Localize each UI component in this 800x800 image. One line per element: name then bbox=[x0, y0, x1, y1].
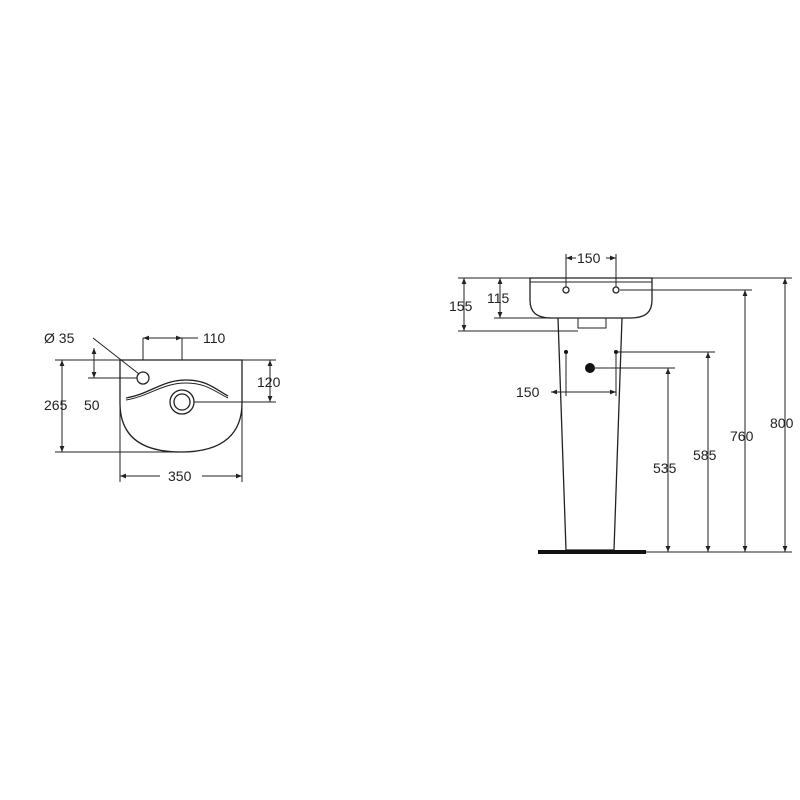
basin-wave bbox=[125, 379, 229, 399]
width-label: 350 bbox=[168, 468, 192, 484]
tap-hole-right bbox=[612, 286, 620, 294]
height-535-label: 535 bbox=[653, 460, 677, 476]
height-760-label: 760 bbox=[730, 428, 754, 444]
tap-spacing-label: 150 bbox=[577, 250, 601, 266]
hole-offset-label: 110 bbox=[203, 330, 226, 346]
top-view: Ø 35 110 120 265 50 350 bbox=[44, 330, 281, 484]
pedestal-spacing-label: 150 bbox=[516, 384, 540, 400]
hole-depth-label: 120 bbox=[257, 374, 281, 390]
height-585-label: 585 bbox=[693, 447, 717, 463]
tap-hole-left bbox=[562, 286, 570, 294]
height-115-label: 115 bbox=[487, 290, 510, 306]
height-800-label: 800 bbox=[770, 415, 794, 431]
basin-outline bbox=[119, 359, 243, 453]
side-view: 150 155 115 150 535 585 760 800 bbox=[449, 250, 794, 554]
basin-wave-inner bbox=[125, 382, 229, 401]
trap bbox=[577, 318, 607, 329]
hole-diameter-label: Ø 35 bbox=[44, 330, 75, 346]
diameter-leader bbox=[92, 337, 140, 375]
basin-side-outline bbox=[529, 277, 653, 319]
floor-line bbox=[538, 550, 646, 554]
hole-from-back-label: 50 bbox=[84, 397, 100, 413]
waste-drain-inner bbox=[173, 393, 191, 411]
depth-total-label: 265 bbox=[44, 397, 68, 413]
height-155-label: 155 bbox=[449, 298, 473, 314]
